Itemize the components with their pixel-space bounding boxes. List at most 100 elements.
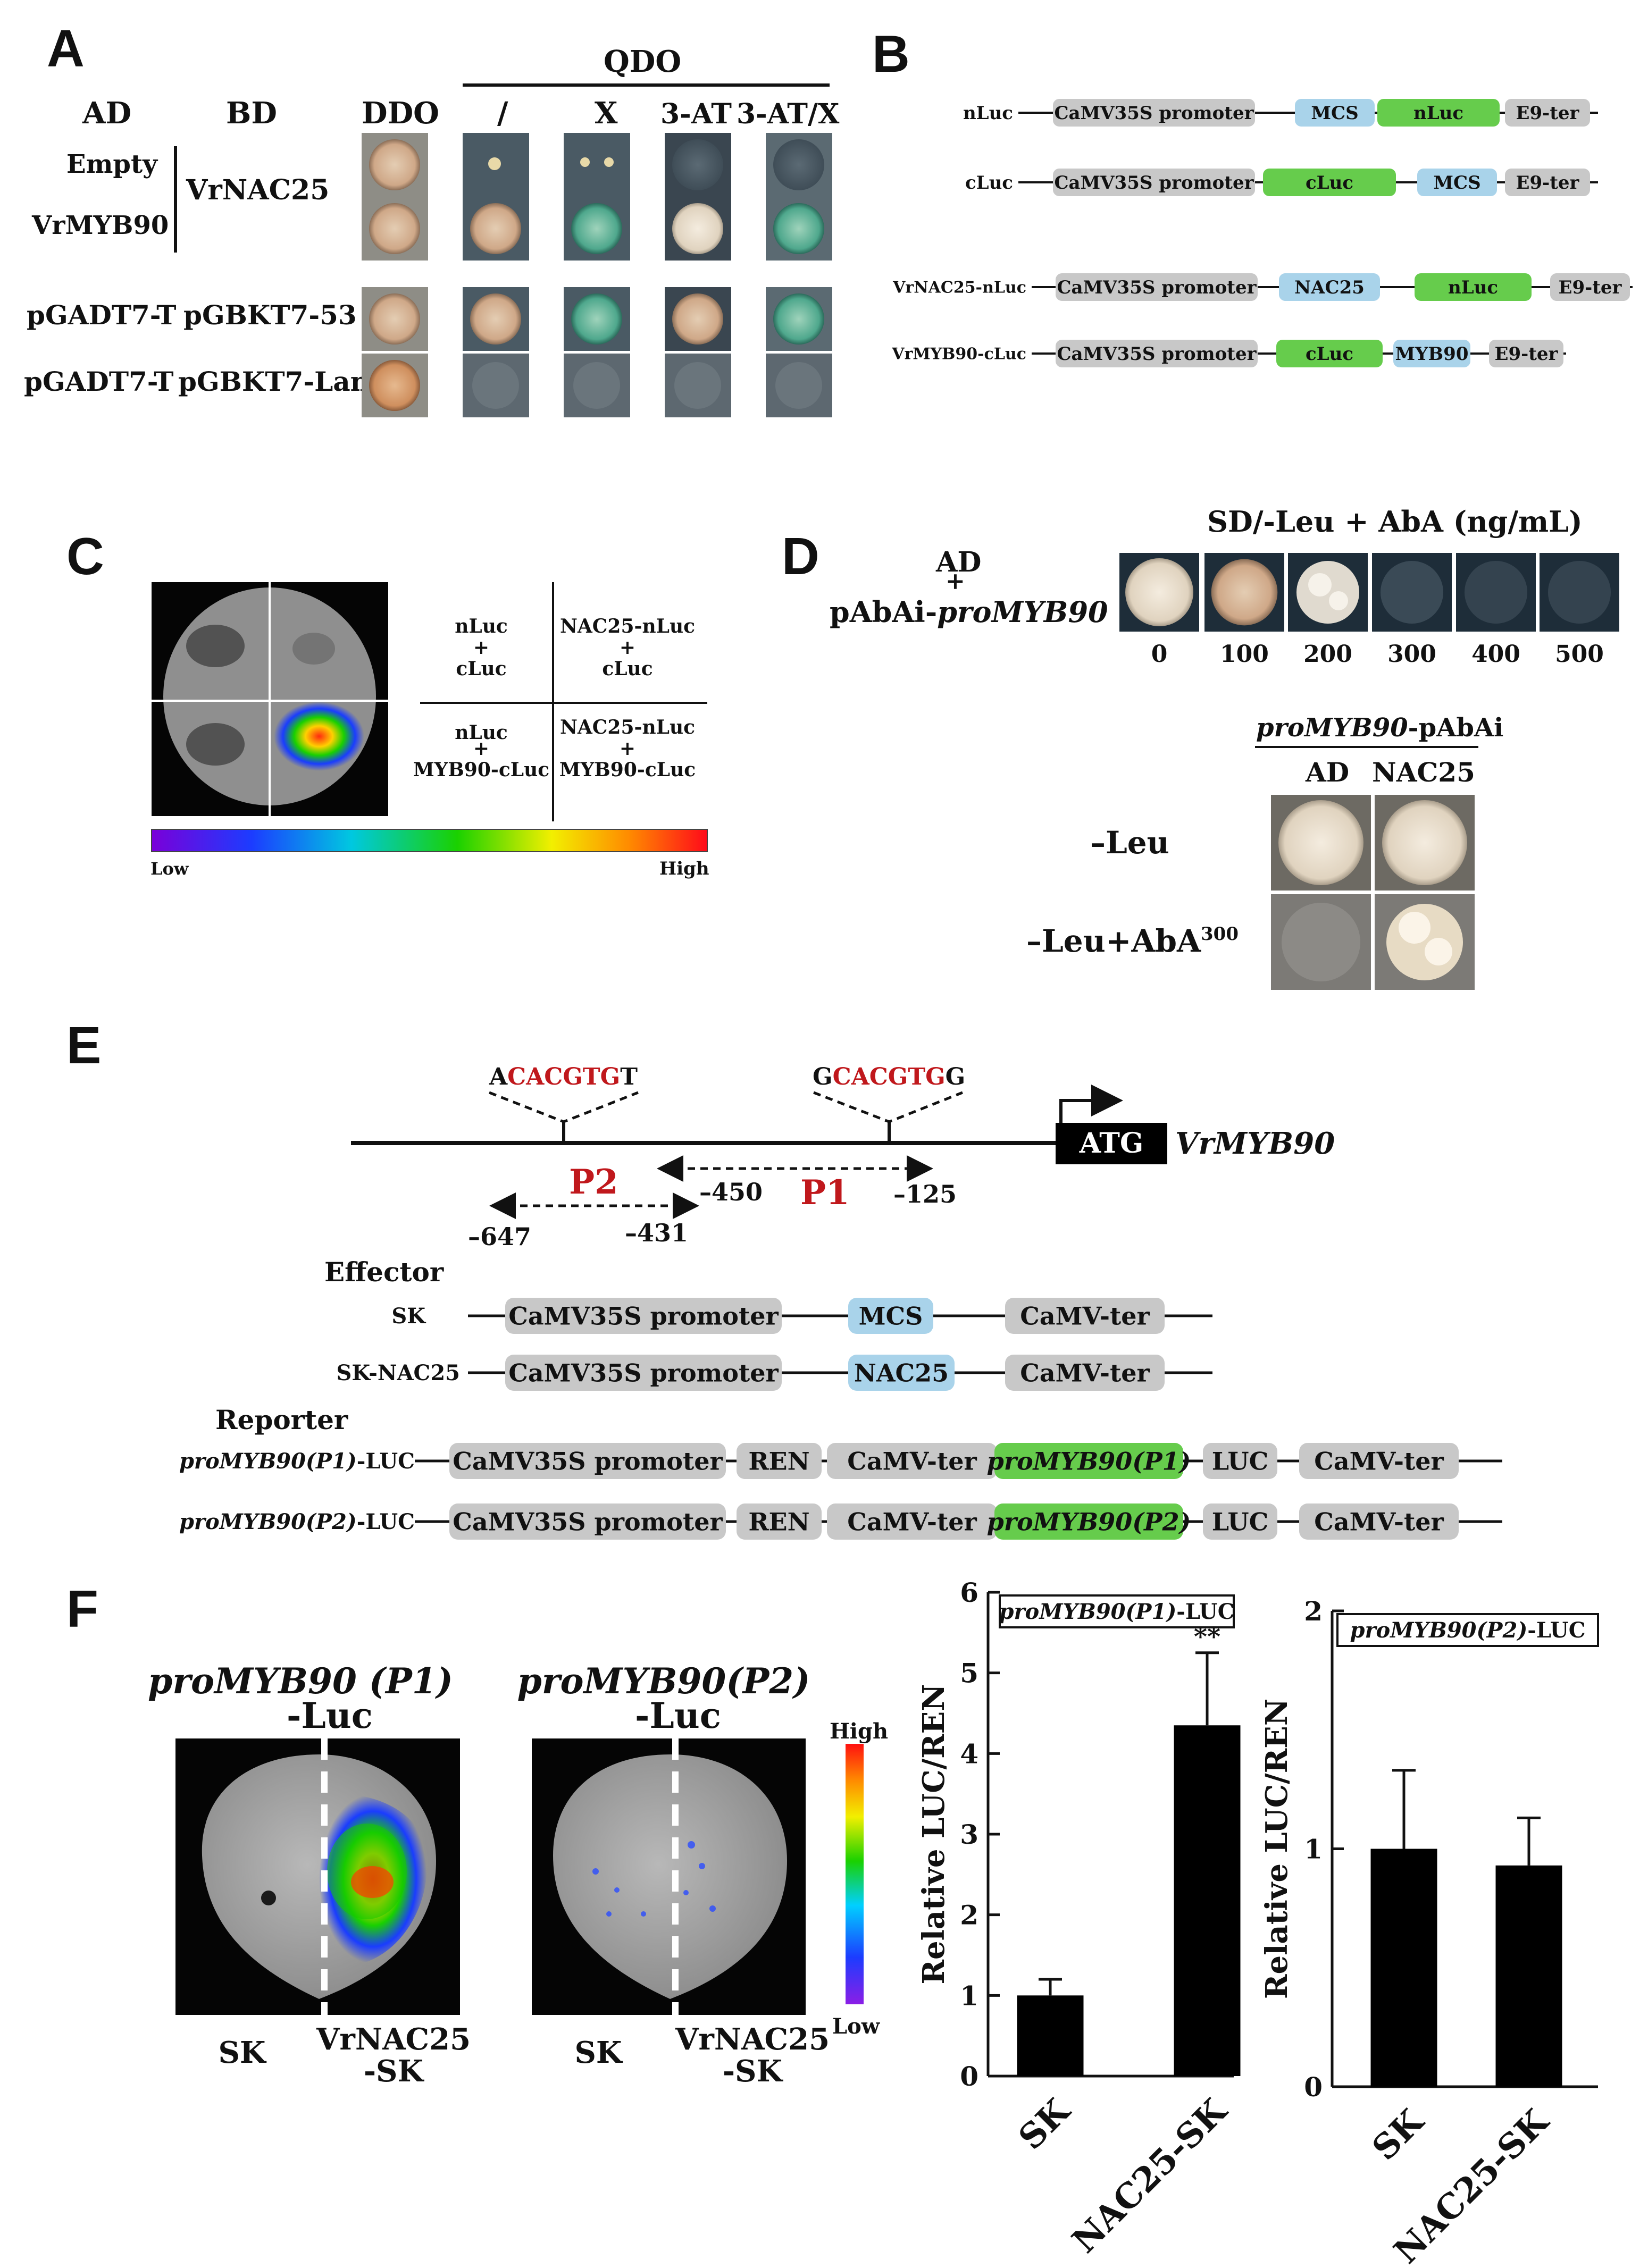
chart-title-rest: -LUC — [1176, 1599, 1234, 1624]
construct-part — [1417, 169, 1497, 196]
q1-a: nLuc — [455, 615, 508, 637]
construct-part-label: E9-ter — [1495, 343, 1559, 365]
construct-part-label: CaMV-ter — [1020, 1302, 1150, 1331]
construct-part — [1203, 1503, 1277, 1540]
colony-d-sub-3 — [1282, 903, 1360, 981]
quadrant-1: nLuc + cLuc — [455, 615, 508, 680]
construct-part — [505, 1355, 782, 1391]
construct-part-label: MYB90 — [1395, 343, 1469, 365]
gene-label: VrMYB90 — [1175, 1126, 1335, 1161]
colony-a — [672, 203, 723, 254]
shared-bd: VrNAC25 — [186, 174, 329, 206]
luciferase-signal-c — [274, 702, 364, 771]
row-ad-3: pGADT7-T — [27, 299, 177, 331]
colony-d-sub-4-speck2 — [1425, 938, 1452, 965]
motif-2: GCACGTGG — [813, 1063, 965, 1090]
colony-a — [672, 293, 723, 345]
q4-c: MYB90-cLuc — [559, 759, 696, 781]
colony-a-empty — [472, 362, 519, 409]
row-ad-1: Empty — [66, 149, 158, 179]
panel-e: E ACACGTGT GCACGTGG ATG VrMYB90 P1 P2 –4… — [66, 1016, 1502, 1540]
pos-647: –647 — [468, 1222, 531, 1251]
q2-c: cLuc — [602, 658, 652, 680]
color-scale-f — [846, 1744, 864, 2004]
aba-colony-speck — [1329, 591, 1348, 610]
panel-label-d: D — [782, 527, 819, 585]
colony-a — [773, 203, 824, 254]
quadrant-3: nLuc + MYB90-cLuc — [413, 721, 549, 781]
leaf2-title: proMYB90(P2) — [517, 1660, 810, 1702]
construct-part — [1203, 1443, 1277, 1479]
atg-box — [1056, 1123, 1167, 1164]
construct-part — [1377, 99, 1500, 127]
q4-b: + — [620, 737, 635, 760]
speckle — [709, 1905, 716, 1912]
construct-part-label: REN — [748, 1508, 809, 1536]
reporter-title: Reporter — [215, 1404, 348, 1435]
panel-f: F proMYB90 (P1) -Luc proMYB90(P2) -Luc H… — [66, 1577, 1599, 2268]
construct-part — [848, 1355, 955, 1391]
aba-concentration: 0 — [1151, 641, 1168, 668]
construct-part-label: CaMV35S promoter — [508, 1302, 779, 1331]
y-tick-label: 2 — [1304, 1595, 1323, 1627]
construct-name-it: proMYB90(P1) — [179, 1449, 357, 1474]
speckle — [683, 1890, 689, 1895]
row-leu: –Leu — [1090, 825, 1169, 861]
speckle — [592, 1868, 599, 1875]
colony-a — [773, 293, 824, 345]
sub-plates — [1271, 795, 1475, 990]
y-axis-label: Relative LUC/REN — [1259, 1699, 1294, 1999]
q1-b: + — [473, 636, 489, 659]
colony-a — [604, 157, 614, 167]
qdo-col-4: 3-AT/X — [737, 98, 840, 130]
leaf1-sub: -Luc — [287, 1695, 373, 1736]
effector-title: Effector — [324, 1256, 444, 1288]
header-ddo: DDO — [362, 96, 439, 131]
construct-part-label: CaMV-ter — [1314, 1508, 1444, 1536]
colony-a — [470, 293, 521, 345]
y-tick-label: 5 — [960, 1658, 978, 1689]
construct-part-label: CaMV35S promoter — [453, 1508, 723, 1536]
construct-part — [1053, 99, 1255, 127]
qdo-col-3: 3-AT — [660, 98, 732, 130]
y-tick-label: 0 — [1304, 2071, 1323, 2103]
y-tick-label: 3 — [960, 1819, 978, 1850]
panel-label-a: A — [47, 19, 85, 78]
row-bd-4: pGBKT7-Lam — [178, 366, 379, 397]
f-left-label-1: SK — [218, 2035, 266, 2070]
header-bd: BD — [226, 96, 277, 131]
speckles-f2 — [592, 1841, 716, 1917]
construct-part-label: E9-ter — [1559, 277, 1622, 298]
y-tick-label: 6 — [960, 1577, 978, 1608]
aba-colony — [1547, 560, 1611, 624]
colony-a — [470, 203, 521, 254]
quadrant-4: NAC25-nLuc + MYB90-cLuc — [559, 716, 696, 781]
construct-part-label: CaMV35S promoter — [1054, 103, 1254, 124]
luciferase-hot-f1 — [351, 1866, 394, 1898]
construct-part-label: REN — [748, 1447, 809, 1476]
leaf1-title: proMYB90 (P1) — [148, 1660, 453, 1702]
bar-sk — [1017, 1995, 1084, 2076]
y-tick-label: 1 — [960, 1980, 978, 2011]
construct-part-label: CaMV35S promoter — [508, 1359, 779, 1388]
construct-part-label: CaMV35S promoter — [1054, 172, 1254, 194]
q3-b: + — [473, 737, 489, 760]
construct-part — [737, 1443, 822, 1479]
aba-concentration: 300 — [1387, 641, 1436, 668]
construct-part-label: CaMV35S promoter — [1057, 343, 1257, 365]
construct-part-label: CaMV-ter — [1314, 1447, 1444, 1476]
color-scale-c — [151, 829, 708, 852]
construct-part — [827, 1443, 997, 1479]
d-left-plus: + — [946, 568, 965, 595]
construct-name: cLuc — [965, 172, 1013, 194]
construct-part — [1489, 340, 1563, 367]
q1-c: cLuc — [456, 658, 506, 680]
x-tick-label: NAC25-SK — [1065, 2090, 1235, 2261]
leaf2-sub: -Luc — [635, 1695, 721, 1736]
q4-a: NAC25-nLuc — [560, 716, 695, 738]
construct-part — [505, 1298, 782, 1334]
